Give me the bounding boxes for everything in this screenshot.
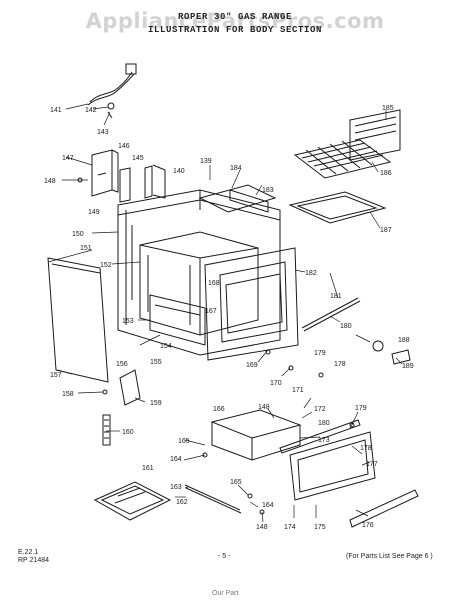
oven-door-frame — [204, 247, 299, 361]
drawer-front-panel — [289, 431, 419, 528]
callout-192: 188 — [398, 337, 410, 344]
callout-177: 177 — [366, 461, 378, 468]
side-trim-assembly — [91, 149, 166, 203]
leader-lines — [47, 103, 403, 523]
callout-164: 164 — [170, 456, 182, 463]
drawer-slide-rod — [184, 484, 242, 514]
callout-164: 164 — [262, 502, 274, 509]
door-hinge — [102, 369, 141, 446]
callout-166: 166 — [213, 406, 225, 413]
callout-151: 151 — [80, 245, 92, 252]
callout-140: 140 — [173, 168, 185, 175]
catalog-code: E.22.1 — [18, 549, 39, 556]
callout-163: 163 — [170, 484, 182, 491]
oven-bottom-pan — [288, 191, 387, 224]
control-knob — [372, 340, 411, 365]
callout-148: 148 — [258, 404, 270, 411]
callout-147: 147 — [62, 155, 74, 162]
callout-170: 170 — [270, 380, 282, 387]
document-number: RP 21484 — [18, 557, 50, 564]
callout-139: 139 — [200, 158, 212, 165]
callout-161: 161 — [142, 465, 154, 472]
callout-186: 183 — [262, 187, 274, 194]
watermark: AppliancePartsPros.com — [85, 9, 385, 33]
callout-160: 160 — [122, 429, 134, 436]
callout-193: 189 — [402, 363, 414, 370]
callout-178: 178 — [360, 445, 372, 452]
callout-168: 168 — [208, 280, 220, 287]
broiler-pan — [93, 481, 172, 521]
callout-188: 185 — [382, 105, 394, 112]
callout-145: 145 — [132, 155, 144, 162]
callout-155: 155 — [150, 359, 162, 366]
top-panel — [198, 184, 277, 213]
callout-176: 176 — [362, 522, 374, 529]
diagram-subtitle: ILLUSTRATION FOR BODY SECTION — [147, 25, 323, 35]
callout-152: 152 — [100, 262, 112, 269]
callout-173: 173 — [318, 437, 330, 444]
callout-179: 179 — [355, 405, 367, 412]
broiler-compartment — [149, 294, 206, 346]
door-rod — [301, 297, 361, 332]
callout-185: 182 — [305, 270, 317, 277]
callout-154: 154 — [160, 343, 172, 350]
callout-156: 156 — [116, 361, 128, 368]
callout-174: 174 — [284, 524, 296, 531]
page-number: - 5 - — [218, 553, 231, 560]
callout-141: 141 — [50, 107, 62, 114]
drawer-rails — [279, 419, 361, 454]
side-panel — [47, 257, 109, 383]
callout-146: 146 — [118, 143, 130, 150]
oven-liner — [139, 231, 259, 336]
diagram-title: ROPER 30" GAS RANGE — [177, 12, 293, 22]
callout-183: 180 — [340, 323, 352, 330]
callout-143: 143 — [97, 129, 109, 136]
callout-171: 171 — [292, 387, 304, 394]
oven-rack — [293, 109, 401, 179]
storage-drawer — [210, 409, 302, 461]
callout-187: 184 — [230, 165, 242, 172]
range-body-frame — [117, 189, 281, 356]
callout-157: 157 — [50, 372, 62, 379]
callout-150: 150 — [72, 231, 84, 238]
callout-182: 179 — [314, 350, 326, 357]
callout-175: 175 — [314, 524, 326, 531]
cut-off-caption: Our Part — [212, 590, 239, 597]
callout-172: 172 — [314, 406, 326, 413]
fastener-screws — [77, 177, 355, 515]
callout-189: 186 — [380, 170, 392, 177]
parts-list-reference: (For Parts List See Page 6 ) — [346, 553, 433, 560]
callout-167: 167 — [205, 308, 217, 315]
callout-159: 159 — [150, 400, 162, 407]
callout-158: 158 — [62, 391, 74, 398]
callout-190: 187 — [380, 227, 392, 234]
callout-165: 165 — [230, 479, 242, 486]
callout-148: 148 — [44, 178, 56, 185]
callout-149: 149 — [88, 209, 100, 216]
supply-cord-assembly — [87, 63, 137, 119]
callout-180: 180 — [318, 420, 330, 427]
callout-181: 178 — [334, 361, 346, 368]
callout-169: 169 — [246, 362, 258, 369]
callout-153: 153 — [122, 318, 134, 325]
callout-162: 162 — [176, 499, 188, 506]
callout-148: 148 — [256, 524, 268, 531]
callout-165: 165 — [178, 438, 190, 445]
callout-labels: 141 142 143 146 145 147 148 149 139 140 … — [44, 105, 414, 531]
callout-184: 181 — [330, 293, 342, 300]
callout-142: 142 — [85, 107, 97, 114]
